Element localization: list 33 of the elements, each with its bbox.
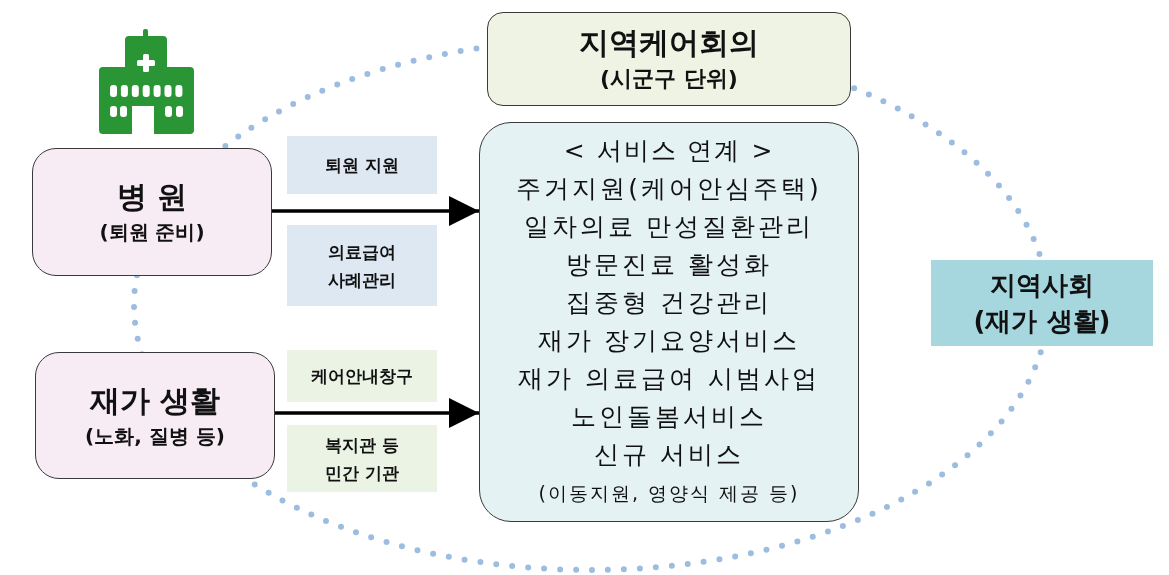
box-heading: < 서비스 연계 > bbox=[563, 136, 775, 166]
arrow bbox=[275, 398, 479, 428]
list-item: 노인돌봄서비스 bbox=[571, 402, 767, 432]
rounded-box bbox=[479, 122, 859, 522]
box-heading: 지역사회 bbox=[990, 269, 1094, 301]
list-item: 집중형 건강관리 bbox=[565, 288, 773, 318]
rounded-box bbox=[32, 148, 272, 276]
arrow bbox=[272, 196, 479, 226]
list-item: 재가 의료급여 시범사업 bbox=[518, 364, 820, 394]
list-item: 방문진료 활성화 bbox=[565, 250, 773, 280]
box-heading: 지역케어회의 bbox=[579, 25, 759, 61]
box-heading: 재가 생활 bbox=[89, 382, 221, 419]
box-text: 복지관 등 민간 기관 bbox=[324, 433, 400, 485]
box-subtitle: (노화, 질병 등) bbox=[85, 422, 225, 449]
list-note: (이동지원, 영양식 제공 등) bbox=[538, 481, 800, 506]
box-text: 케어안내창구 bbox=[311, 365, 413, 388]
box-heading: 병 원 bbox=[116, 179, 188, 215]
label-box bbox=[287, 136, 437, 194]
filled-box bbox=[931, 260, 1153, 346]
list-item: 주거지원(케어안심주택) bbox=[516, 174, 822, 204]
list-item: 재가 장기요양서비스 bbox=[537, 326, 801, 356]
box-subtitle: (퇴원 준비) bbox=[99, 219, 205, 245]
label-box bbox=[287, 225, 437, 306]
rounded-box bbox=[487, 12, 851, 106]
list-item: 일차의료 만성질환관리 bbox=[523, 212, 815, 242]
box-subtitle: (시군구 단위) bbox=[600, 65, 738, 93]
label-box bbox=[287, 425, 437, 492]
label-box bbox=[287, 350, 437, 402]
box-text: 퇴원 지원 bbox=[325, 154, 399, 177]
box-text: 의료급여 사례관리 bbox=[327, 240, 397, 292]
list-item: 신규 서비스 bbox=[593, 440, 745, 470]
rounded-box bbox=[35, 352, 275, 479]
box-subtitle: (재가 생활) bbox=[973, 305, 1111, 337]
